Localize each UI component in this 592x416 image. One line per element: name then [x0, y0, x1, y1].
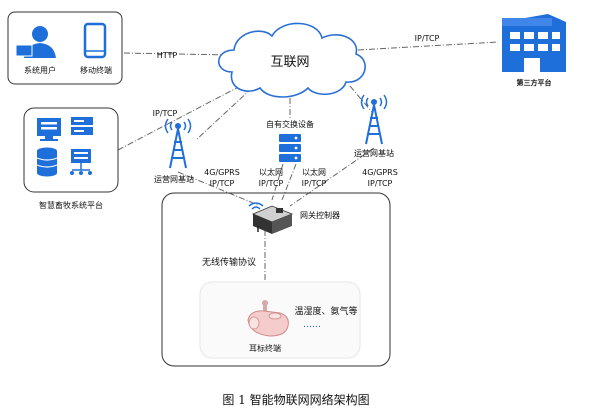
own-switch-label: 自有交换设备 [266, 119, 314, 129]
platform-label: 智慧畜牧系统平台 [39, 200, 103, 210]
gprs-right-line1: 4G/GPRS [362, 168, 398, 177]
cloud-label: 互联网 [270, 55, 309, 70]
gateway-label: 网关控制器 [300, 210, 340, 220]
third-party-label: 第三方平台 [517, 78, 552, 87]
figure-caption: 图 1 智能物联网网络架构图 [222, 392, 369, 407]
eth-a-line1: 以太网 [259, 167, 283, 177]
mobile-icon [83, 22, 107, 59]
link-switch-gateway-b [281, 163, 297, 201]
switch-icon [279, 134, 301, 162]
user-icon [15, 26, 56, 58]
link-basestation-left-gateway [177, 171, 259, 206]
tower-icon-left [164, 118, 192, 169]
gprs-left-line2: IP/TCP [210, 179, 235, 188]
building-icon [502, 14, 566, 72]
eartag-icon [247, 300, 289, 337]
sensing-label: 温湿度、氨气等 [294, 305, 357, 317]
base-station-right-label: 运营网基站 [354, 148, 394, 158]
base-station-left-label: 运营网基站 [154, 174, 194, 184]
eth-a-line2: IP/TCP [259, 179, 284, 188]
eth-b-line2: IP/TCP [302, 179, 327, 188]
network-server-icon [70, 149, 92, 175]
gprs-right-line2: IP/TCP [368, 179, 393, 188]
link-platform-cloud [117, 81, 249, 151]
link-cloud-basestation-right [349, 85, 373, 113]
eartag-label: 耳标终端 [249, 343, 281, 353]
mobile-label: 移动终端 [80, 65, 112, 75]
sensing-dots: …… [303, 320, 321, 330]
internet-cloud [217, 22, 366, 98]
gprs-left-line1: 4G/GPRS [204, 168, 240, 177]
wifi-icon [248, 202, 264, 210]
eth-b-line1: 以太网 [302, 167, 326, 177]
gateway-icon [251, 205, 294, 234]
link-basestation-right-gateway [289, 147, 375, 207]
users-label: 系统用户 [24, 65, 56, 75]
iptcp-right-label: IP/TCP [415, 34, 440, 43]
monitor-icon [37, 118, 61, 141]
link-cloud-basestation-left [195, 87, 253, 141]
wireless-label: 无线传输协议 [202, 256, 256, 268]
link-cloud-thirdparty [357, 41, 499, 51]
http-label: HTTP [157, 51, 178, 60]
link-users-cloud [123, 52, 233, 56]
database-icon [36, 147, 58, 177]
iptcp-left-label: IP/TCP [153, 109, 178, 118]
tower-icon-right [360, 94, 388, 145]
farm-box [161, 192, 391, 367]
server-icon [71, 117, 93, 135]
